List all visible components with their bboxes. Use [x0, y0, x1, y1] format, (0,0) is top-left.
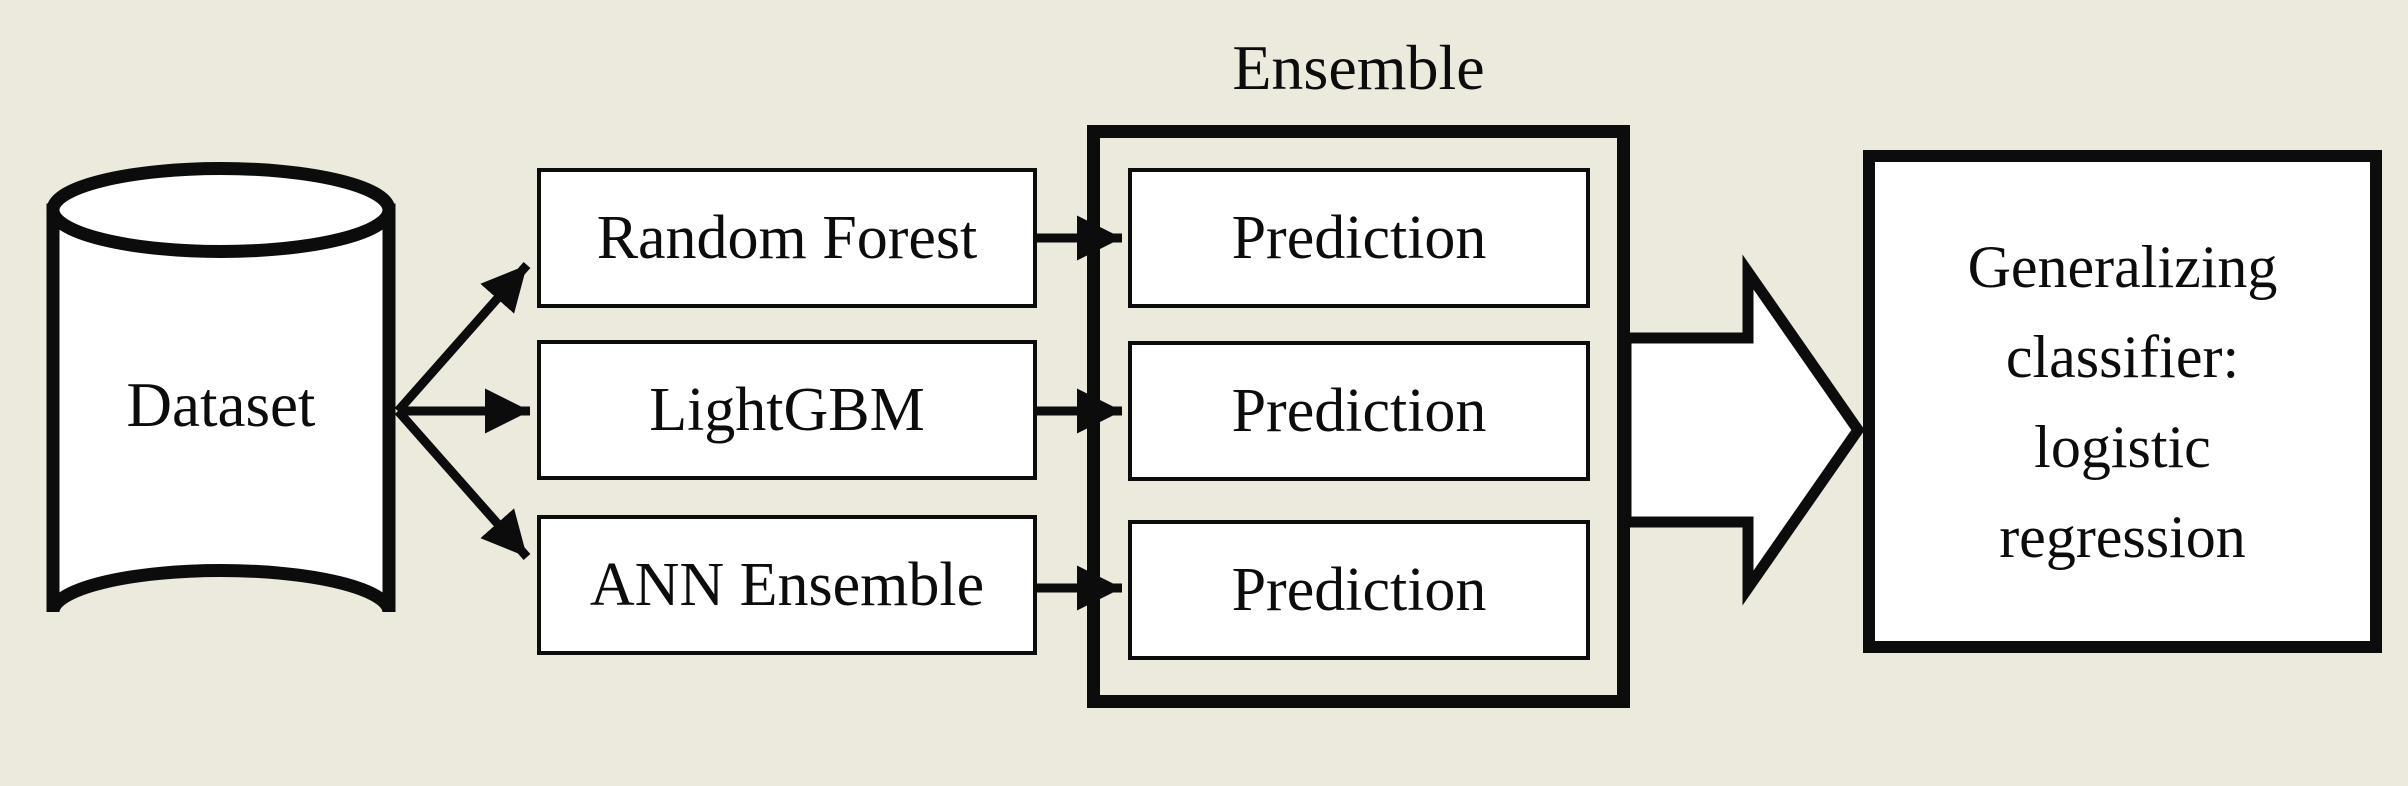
- classifier-box: Generalizing classifier: logistic regres…: [1863, 150, 2382, 653]
- dataset-label: Dataset: [126, 370, 316, 440]
- prediction-label-3: Prediction: [1231, 555, 1487, 624]
- ensemble-label: Ensemble: [1232, 32, 1485, 103]
- ensemble-box: [1087, 125, 1630, 708]
- prediction-box-2: Prediction: [1128, 341, 1590, 481]
- classifier-line-3: logistic: [2034, 413, 2211, 480]
- classifier-line-2: classifier:: [2005, 323, 2240, 390]
- model-box-random-forest: Random Forest: [537, 168, 1037, 308]
- model-label-lightgbm: LightGBM: [649, 375, 925, 444]
- dataset-cylinder-top: [46, 162, 396, 258]
- dataset-cylinder-body: [46, 203, 396, 613]
- prediction-label-1: Prediction: [1231, 203, 1487, 272]
- model-box-ann-ensemble: ANN Ensemble: [537, 515, 1037, 655]
- classifier-line-4: regression: [1999, 503, 2246, 570]
- model-label-ann-ensemble: ANN Ensemble: [589, 550, 985, 619]
- model-box-lightgbm: LightGBM: [537, 340, 1037, 480]
- prediction-label-2: Prediction: [1231, 376, 1487, 445]
- prediction-box-3: Prediction: [1128, 520, 1590, 660]
- model-label-random-forest: Random Forest: [596, 203, 978, 272]
- classifier-line-1: Generalizing: [1967, 233, 2278, 300]
- block-arrow-ensemble-to-classifier: [1620, 254, 1865, 606]
- dataset-cylinder: [46, 162, 396, 613]
- prediction-box-1: Prediction: [1128, 168, 1590, 308]
- arrow-dataset-to-random-forest: [394, 262, 531, 414]
- arrow-dataset-to-ann-ensemble: [394, 408, 531, 560]
